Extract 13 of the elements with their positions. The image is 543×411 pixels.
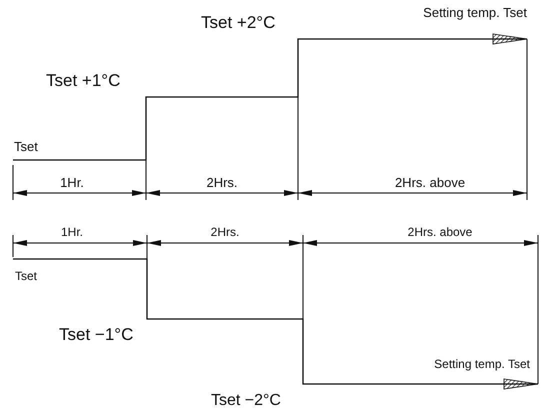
duration-label: 1Hr. [59, 176, 85, 189]
setpoint-label: Setting temp. Tset [422, 6, 528, 19]
temperature-label: Tset [13, 140, 39, 153]
duration-label: 2Hrs. [205, 176, 239, 189]
temperature-label: Tset [14, 270, 38, 282]
duration-label: 2Hrs. above [406, 226, 474, 238]
temperature-label: Tset +1°C [45, 72, 122, 89]
temperature-label: Tset +2°C [200, 14, 276, 31]
duration-label: 2Hrs. [210, 226, 240, 238]
temperature-label: Tset −1°C [58, 326, 134, 343]
duration-label: 2Hrs. above [394, 176, 466, 189]
setpoint-label: Setting temp. Tset [433, 358, 531, 370]
duration-label: 1Hr. [60, 226, 84, 238]
